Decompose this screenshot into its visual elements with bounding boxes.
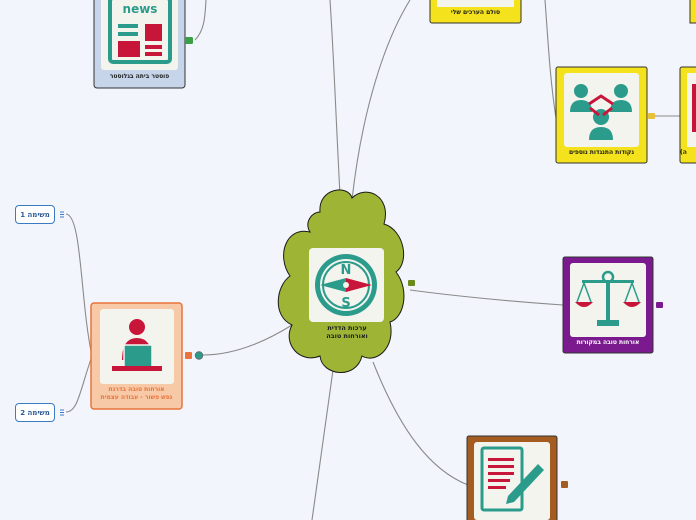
central-topic-line1: ערכות הדדית bbox=[327, 324, 367, 332]
cut-right-node-label: (ה bbox=[680, 149, 687, 156]
group-node[interactable] bbox=[555, 66, 655, 164]
cut-top-right-node bbox=[689, 0, 696, 24]
connector-task1 bbox=[65, 213, 93, 357]
svg-text:S: S bbox=[341, 296, 350, 311]
person-at-desk-icon bbox=[112, 319, 162, 371]
newspaper-icon bbox=[108, 0, 172, 64]
connector-group bbox=[544, 0, 557, 119]
central-topic-line2: ואורחות טובה bbox=[326, 332, 368, 341]
connector-task2 bbox=[65, 355, 93, 413]
news-node[interactable] bbox=[93, 0, 193, 89]
connector-news bbox=[194, 0, 207, 41]
justice-node-label: אורחות טובה במקורות bbox=[576, 339, 640, 346]
classroom-node[interactable] bbox=[90, 302, 204, 410]
connector-writing bbox=[372, 361, 469, 486]
central-topic[interactable]: N S bbox=[277, 189, 405, 373]
justice-expand-icon[interactable] bbox=[656, 302, 663, 308]
connector-justice bbox=[409, 289, 564, 306]
collapse-toggle-icon[interactable] bbox=[194, 351, 204, 360]
connector-mine bbox=[351, 0, 411, 201]
writing-node[interactable] bbox=[466, 435, 568, 520]
classroom-expand-icon[interactable] bbox=[185, 352, 192, 359]
group-expand-icon[interactable] bbox=[648, 113, 655, 119]
connector-classroom bbox=[202, 324, 293, 356]
classroom-label-line1: אורחות טובה בדרגת bbox=[108, 386, 165, 393]
task2-menu-icon bbox=[60, 409, 64, 416]
connector-lines bbox=[65, 0, 680, 520]
task1-node[interactable]: משימה 1 bbox=[15, 205, 55, 224]
svg-text:N: N bbox=[341, 263, 352, 278]
task2-node[interactable]: משימה 2 bbox=[15, 403, 55, 422]
connector-bottom bbox=[311, 369, 334, 520]
cut-right-node[interactable] bbox=[679, 66, 696, 164]
classroom-node-label: אורחות טובה בדרגת נפש פשור - עבודה עצמית bbox=[91, 386, 182, 401]
expand-toggle-icon[interactable] bbox=[185, 37, 193, 44]
writing-expand-icon[interactable] bbox=[561, 481, 568, 488]
mine-node[interactable] bbox=[429, 0, 522, 24]
justice-node[interactable] bbox=[562, 256, 663, 354]
writing-document-icon bbox=[480, 446, 544, 512]
central-expand-icon[interactable] bbox=[408, 280, 415, 286]
team-network-icon bbox=[570, 84, 632, 140]
classroom-label-line2: נפש פשור - עבודה עצמית bbox=[100, 393, 173, 401]
compass-icon: N S bbox=[315, 254, 377, 316]
connector-top bbox=[329, 0, 341, 196]
document-icon bbox=[692, 84, 696, 132]
news-node-label: פוסטר ביתה בגלוסטר bbox=[109, 73, 170, 80]
mine-node-label: סולם הערכים שלי bbox=[450, 9, 501, 16]
scales-icon bbox=[575, 270, 641, 326]
group-node-label: נקודות התנגדות נוספים bbox=[568, 149, 635, 156]
task1-menu-icon bbox=[60, 211, 64, 218]
news-icon-text: news bbox=[122, 2, 158, 16]
central-topic-label: ערכות הדדית ואורחות טובה bbox=[310, 324, 384, 340]
